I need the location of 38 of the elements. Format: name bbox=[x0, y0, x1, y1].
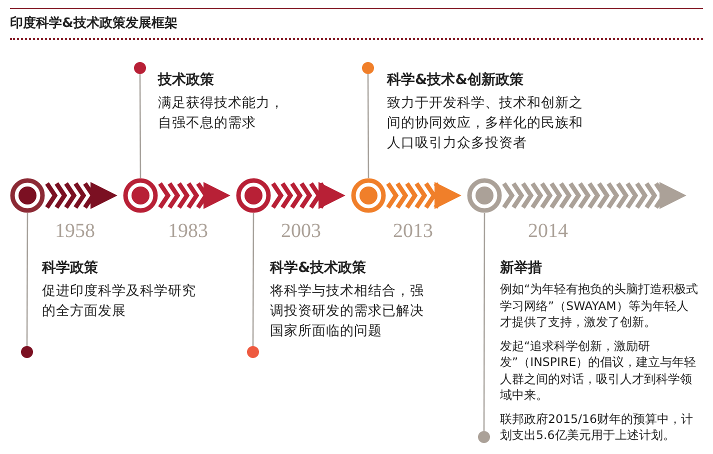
year-label: 2014 bbox=[528, 220, 568, 243]
timeline-line bbox=[252, 213, 254, 346]
policy-heading: 科学&技术&创新政策 bbox=[387, 70, 524, 90]
policy-heading: 科学&技术政策 bbox=[270, 259, 368, 278]
title: 印度科学&技术政策发展框架 bbox=[10, 14, 178, 32]
chevron-arrow bbox=[502, 181, 686, 210]
policy-heading: 新举措 bbox=[500, 258, 543, 278]
year-label: 1958 bbox=[55, 220, 95, 243]
end-dot bbox=[134, 62, 146, 74]
chevron-arrow bbox=[270, 181, 346, 210]
policy-heading: 科学政策 bbox=[42, 259, 99, 278]
policy-description: 满足获得技术能力，自强不息的需求 bbox=[158, 94, 285, 133]
year-label: 1983 bbox=[168, 220, 208, 243]
chevron-arrow bbox=[386, 181, 462, 210]
year-label: 2003 bbox=[281, 220, 321, 243]
end-dot bbox=[478, 431, 490, 443]
milestone-circle bbox=[236, 178, 271, 213]
end-dot bbox=[362, 62, 374, 74]
chevron-arrow bbox=[158, 181, 230, 210]
policy-description: 联邦政府2015/16财年的预算中，计划支出5.6亿美元用于上述计划。 bbox=[500, 410, 694, 444]
milestone-circle bbox=[10, 178, 45, 213]
timeline-line bbox=[139, 74, 142, 178]
timeline-line bbox=[367, 74, 370, 178]
policy-description: 发起“追求科学创新，激励研发”（INSPIRE）的倡议，建立与年轻人群之间的对话，吸引人才到科学领域中来。 bbox=[500, 338, 698, 404]
timeline-line bbox=[26, 213, 28, 346]
policy-description: 例如“为年轻有抱负的头脑打造积极式学习网络”（SWAYAM）等为年轻人才提供了支持，激发了创新。 bbox=[500, 281, 700, 330]
milestone-circle bbox=[351, 178, 386, 213]
end-dot bbox=[21, 346, 33, 358]
milestone-circle bbox=[467, 178, 502, 213]
milestone-circle bbox=[123, 178, 158, 213]
policy-description: 将科学与技术相结合，强调投资研发的需求已解决国家所面临的问题 bbox=[270, 282, 425, 341]
chevron-arrow bbox=[44, 181, 118, 210]
policy-description: 促进印度科学及科学研究的全方面发展 bbox=[42, 282, 197, 321]
end-dot bbox=[247, 346, 259, 358]
policy-description: 致力于开发科学、技术和创新之间的协同效应，多样化的民族和人口吸引力众多投资者 bbox=[387, 94, 584, 153]
timeline-line bbox=[483, 213, 486, 431]
policy-heading: 技术政策 bbox=[158, 71, 215, 90]
year-label: 2013 bbox=[393, 220, 433, 243]
